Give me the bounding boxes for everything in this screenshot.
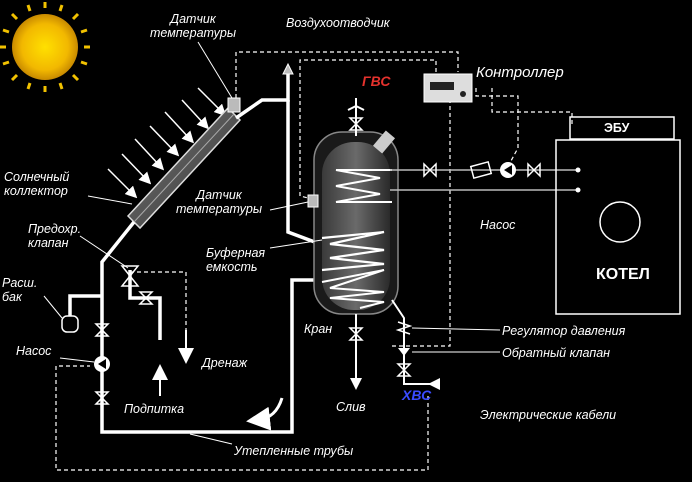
flow-direction-arrow-icon — [246, 397, 284, 431]
temperature-sensor-collector — [227, 97, 241, 113]
label-ebu: ЭБУ — [604, 121, 630, 135]
sun-icon — [0, 2, 90, 92]
label-air-vent: Воздухоотводчик — [286, 16, 390, 30]
sun-rays — [107, 87, 227, 199]
label-collector: Солнечный коллектор — [4, 170, 69, 198]
label-safety-valve: Предохр. клапан — [28, 222, 81, 250]
left-pump-icon — [94, 356, 110, 372]
label-valve: Кран — [304, 322, 333, 336]
label-pipes: Утепленные трубы — [234, 444, 354, 458]
left-valve-top-icon — [94, 323, 110, 337]
check-valve-icon — [398, 348, 410, 356]
label-cables: Электрические кабели — [480, 408, 617, 422]
cold-valve-icon — [396, 363, 412, 377]
label-pressure-reg: Регулятор давления — [502, 324, 626, 338]
cold-water-pipe — [391, 299, 440, 385]
label-check-valve: Обратный клапан — [502, 346, 611, 360]
label-outlet: Слив — [336, 400, 366, 414]
filter-icon — [469, 160, 493, 180]
air-vent-icon — [282, 62, 294, 75]
drain-valve-icon — [138, 291, 154, 305]
label-collector-text: Солнечный коллектор — [4, 170, 70, 198]
label-buffer: Буферная емкость — [206, 246, 265, 274]
hot-water-valve-icon — [348, 117, 364, 131]
tap-icon — [348, 327, 364, 341]
label-sensor-tank-text: Датчик температуры — [176, 188, 263, 216]
boiler-valve-2-icon — [527, 162, 541, 178]
label-sensor-top-text: Датчик температуры — [150, 12, 237, 40]
label-boiler: КОТЕЛ — [596, 266, 650, 283]
boiler-burner-window — [599, 201, 641, 243]
label-makeup: Подпитка — [124, 402, 185, 416]
label-controller: Контроллер — [476, 64, 564, 81]
label-drain: Дренаж — [202, 356, 248, 370]
label-pump-right: Насос — [480, 218, 516, 232]
boiler-box — [555, 139, 681, 315]
leader-lines — [43, 41, 501, 445]
label-expansion-text: Расш. бак — [2, 276, 38, 304]
boiler-loop — [390, 169, 578, 191]
label-sensor-tank: Датчик температуры — [176, 188, 262, 216]
boiler-valve-1-icon — [423, 162, 437, 178]
label-safety-valve-text: Предохр. клапан — [28, 222, 82, 250]
boiler-pump-icon — [500, 162, 516, 178]
label-hot-water: ГВС — [362, 73, 391, 89]
label-cold-water: ХВС — [402, 387, 432, 403]
pressure-regulator-icon — [395, 321, 413, 335]
left-valve-bottom-icon — [94, 391, 110, 405]
insulated-pipes — [68, 74, 322, 434]
cold-inlet-arrow-icon — [428, 378, 440, 390]
ecu-box — [569, 116, 675, 140]
safety-valve-icon — [120, 265, 140, 287]
label-buffer-text: Буферная емкость — [206, 246, 266, 274]
label-expansion: Расш. бак — [2, 276, 37, 304]
label-sensor-top: Датчик температуры — [150, 12, 236, 40]
expansion-tank-icon — [61, 315, 79, 333]
buffer-tank — [313, 130, 399, 315]
label-pump-left: Насос — [16, 344, 52, 358]
controller-box — [423, 73, 473, 103]
temperature-sensor-tank — [307, 194, 319, 208]
electric-cables — [55, 51, 573, 471]
outlet-arrow-icon — [350, 378, 362, 390]
